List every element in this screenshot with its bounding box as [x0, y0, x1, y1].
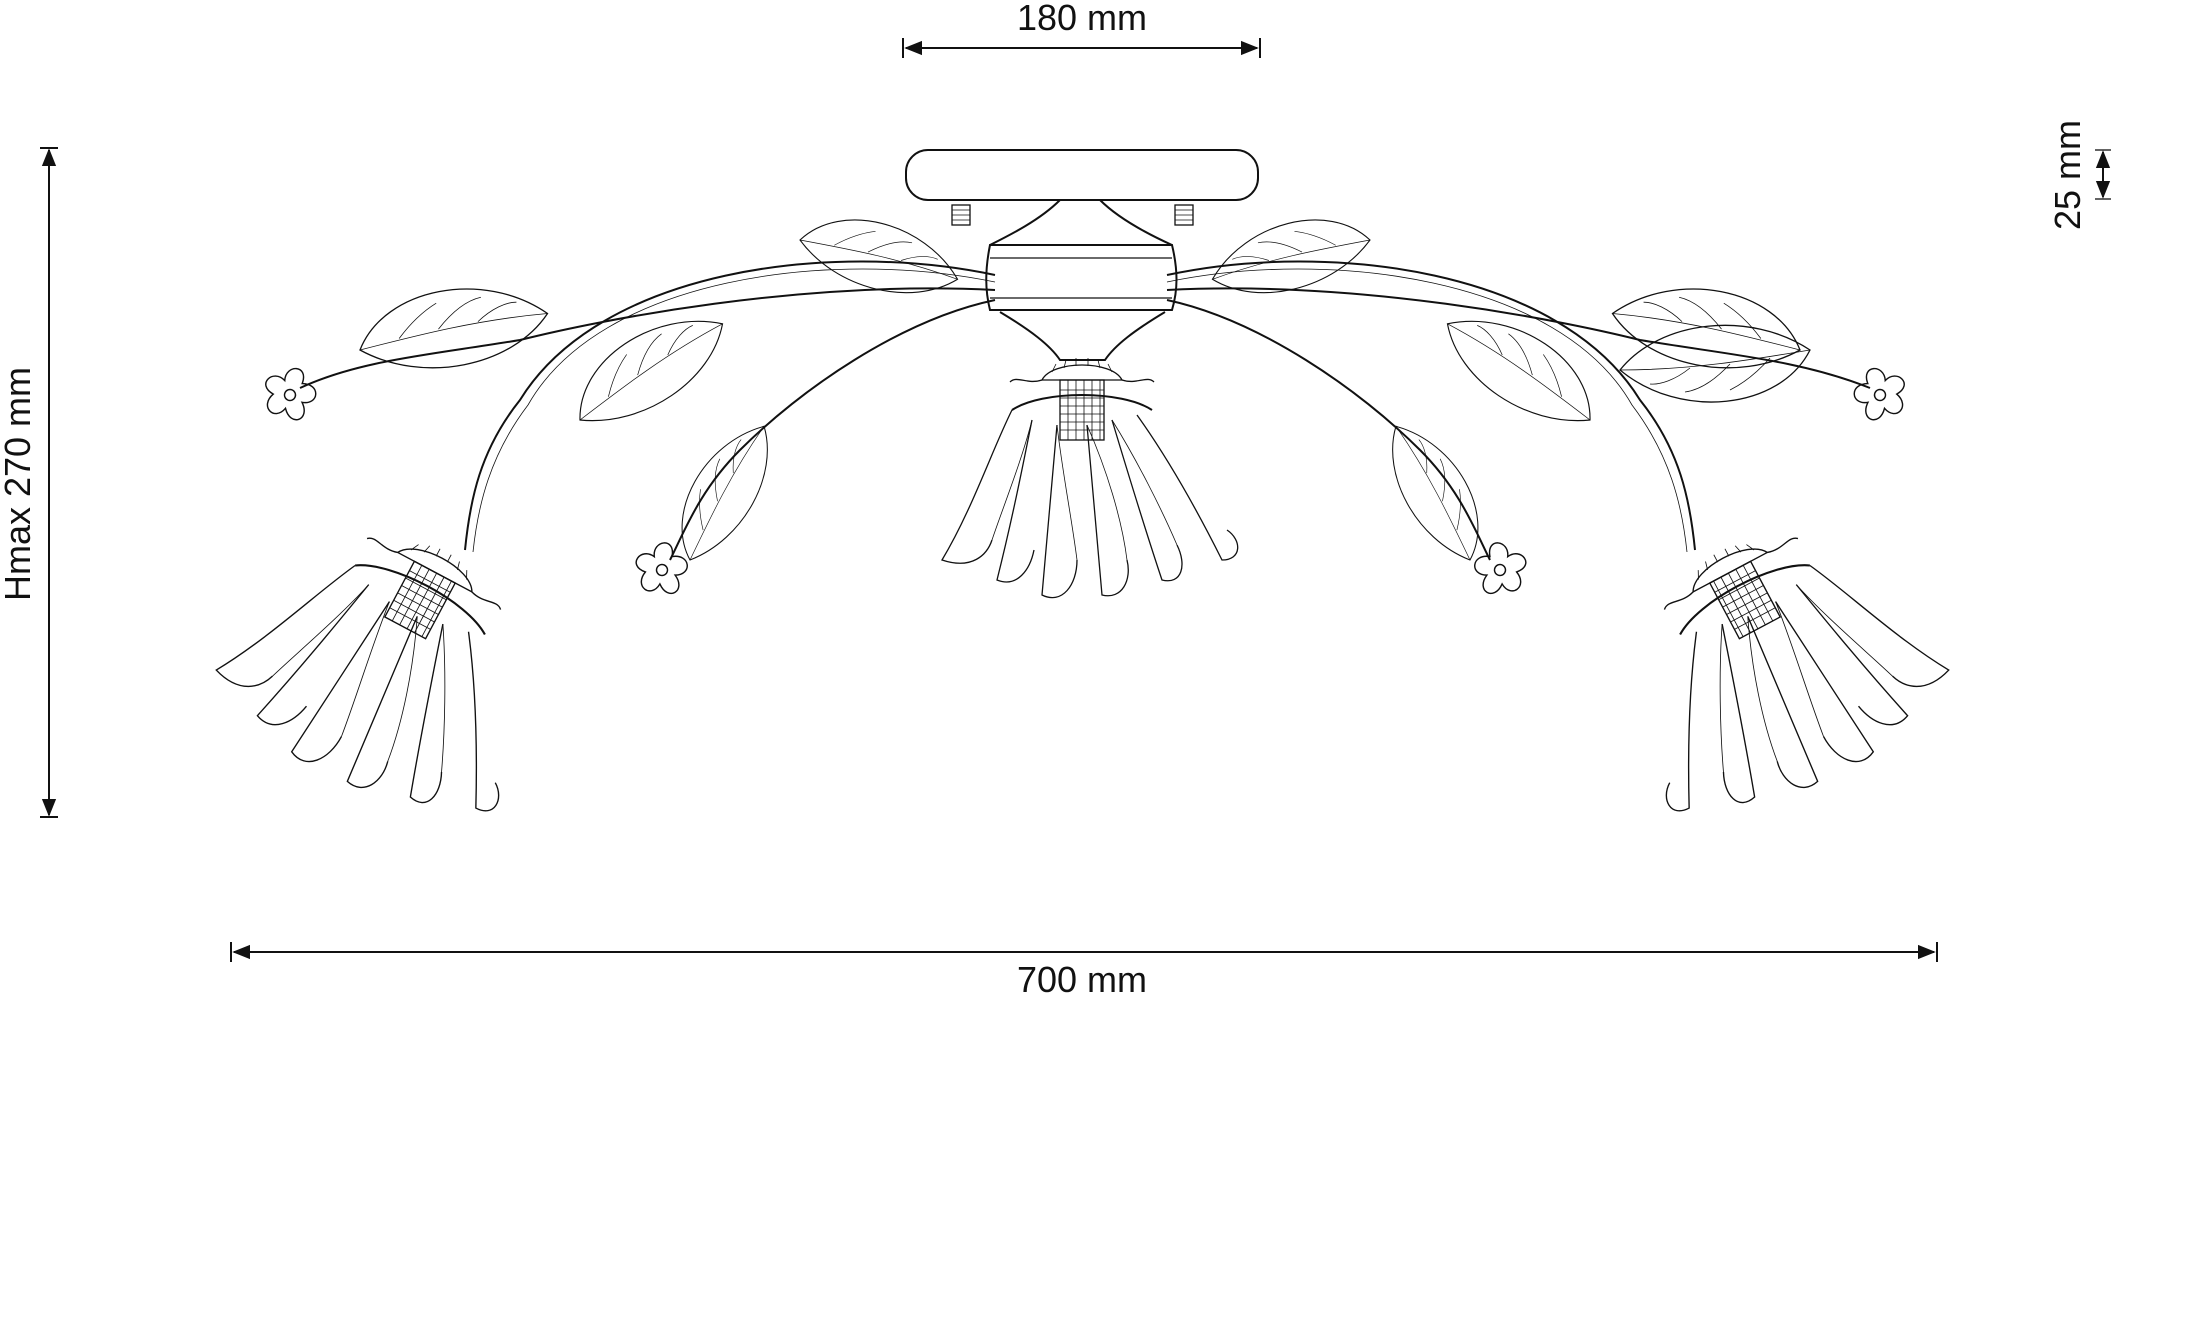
top-width-label: 180 mm [1017, 0, 1147, 38]
top-width-dimension: 180 mm [902, 0, 1261, 58]
total-width-dimension: 700 mm [230, 942, 1938, 1000]
canopy-height-label: 25 mm [2047, 120, 2088, 230]
canopy-plate [905, 149, 1259, 201]
lamp-drawing [196, 149, 1969, 852]
height-label: Hmax 270 mm [0, 367, 38, 601]
total-width-label: 700 mm [1017, 959, 1147, 1000]
small-flowers [257, 363, 1913, 606]
canopy-screws [951, 204, 1194, 226]
leaves [354, 197, 1811, 572]
lily-shades [196, 357, 1969, 852]
central-body [985, 199, 1178, 361]
height-dimension: Hmax 270 mm [0, 147, 58, 818]
canopy-height-dimension: 25 mm [2047, 120, 2111, 230]
